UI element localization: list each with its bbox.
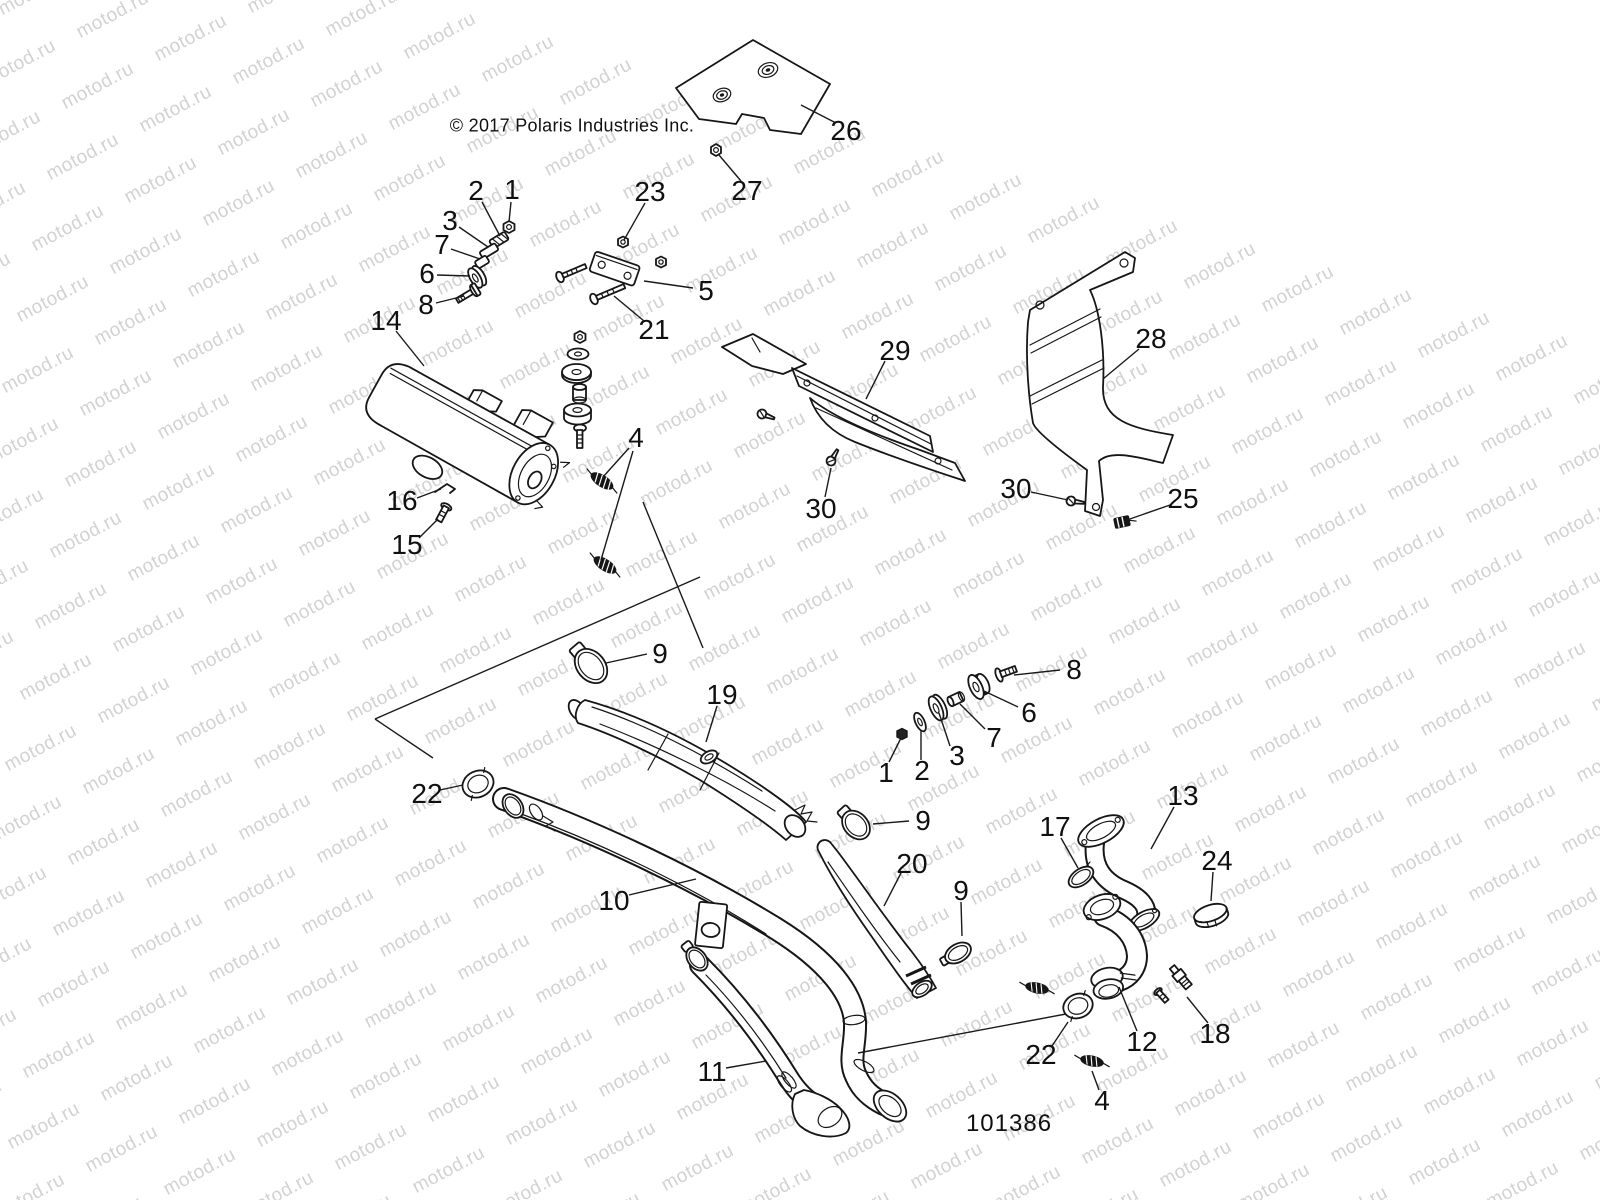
part-label-11: 11 bbox=[697, 1056, 727, 1087]
part-label-22: 22 bbox=[1025, 1039, 1057, 1070]
part-label-29: 29 bbox=[879, 335, 911, 366]
part-head-pipe-10 bbox=[492, 787, 908, 1123]
part-bolt-15 bbox=[435, 502, 453, 524]
part-gasket-22b bbox=[1062, 990, 1094, 1022]
part-nut-27 bbox=[710, 143, 722, 157]
part-label-7: 7 bbox=[434, 229, 450, 260]
part-muffler bbox=[365, 363, 571, 510]
part-hardware-stack-center bbox=[561, 330, 592, 449]
part-screw-30a bbox=[756, 408, 776, 421]
part-spring-4a bbox=[586, 468, 618, 494]
part-spring-4d bbox=[1074, 1054, 1110, 1068]
part-label-30: 30 bbox=[1000, 473, 1032, 504]
part-label-27: 27 bbox=[731, 175, 763, 206]
part-clamp-9c bbox=[939, 941, 972, 967]
part-label-6: 6 bbox=[1021, 697, 1037, 728]
part-mount-plate bbox=[675, 39, 831, 135]
part-hook-16 bbox=[434, 483, 456, 494]
part-label-22: 22 bbox=[411, 778, 443, 809]
part-clamp-9a bbox=[568, 641, 609, 685]
part-heat-shield-28 bbox=[1026, 251, 1174, 517]
part-sensor-18 bbox=[1168, 964, 1193, 991]
part-label-8: 8 bbox=[1066, 654, 1082, 685]
part-spring-4b bbox=[589, 552, 621, 578]
part-gasket-22a bbox=[461, 767, 495, 801]
bolt bbox=[573, 423, 587, 449]
part-label-20: 20 bbox=[896, 848, 928, 879]
part-screw-18 bbox=[1153, 987, 1170, 1004]
part-label-3: 3 bbox=[442, 205, 458, 236]
part-label-26: 26 bbox=[830, 115, 862, 146]
part-screw-30b bbox=[825, 448, 840, 467]
part-label-4: 4 bbox=[1094, 1085, 1110, 1116]
part-label-4: 4 bbox=[628, 422, 644, 453]
part-label-2: 2 bbox=[914, 755, 930, 786]
part-clamp-24 bbox=[1193, 902, 1230, 928]
part-label-9: 9 bbox=[953, 875, 969, 906]
part-label-7: 7 bbox=[986, 722, 1002, 753]
part-label-6: 6 bbox=[419, 258, 435, 289]
part-label-21: 21 bbox=[638, 314, 670, 345]
part-elbow-pipe-12 bbox=[1082, 893, 1148, 1000]
part-label-30: 30 bbox=[805, 493, 837, 524]
part-label-23: 23 bbox=[634, 176, 666, 207]
part-catalyst-pipe-13 bbox=[1077, 814, 1161, 933]
part-screw-30c bbox=[1065, 495, 1085, 507]
part-front-pipe-11 bbox=[680, 940, 851, 1138]
part-label-3: 3 bbox=[949, 740, 965, 771]
part-label-13: 13 bbox=[1167, 780, 1199, 811]
part-bracket-5 bbox=[555, 235, 667, 306]
part-label-5: 5 bbox=[698, 275, 714, 306]
part-clip-25 bbox=[1113, 515, 1137, 529]
part-label-16: 16 bbox=[386, 485, 418, 516]
part-fastener-stack-upper-left bbox=[454, 220, 516, 304]
part-label-1: 1 bbox=[878, 757, 894, 788]
part-label-19: 19 bbox=[706, 679, 738, 710]
part-gasket-17 bbox=[1067, 865, 1095, 889]
part-mid-pipe-19 bbox=[567, 699, 818, 841]
part-heat-shield-29 bbox=[721, 333, 966, 482]
part-label-14: 14 bbox=[370, 305, 402, 336]
part-fastener-group-right bbox=[896, 665, 1018, 741]
part-label-9: 9 bbox=[915, 805, 931, 836]
spacer bbox=[572, 383, 587, 404]
drawing-number: 101386 bbox=[965, 1110, 1053, 1137]
leader-lines bbox=[374, 104, 1214, 1091]
part-label-24: 24 bbox=[1201, 845, 1233, 876]
part-spring-4c bbox=[1019, 981, 1055, 995]
flanged-grommet bbox=[563, 402, 592, 426]
part-label-1: 1 bbox=[504, 174, 520, 205]
part-label-17: 17 bbox=[1039, 811, 1071, 842]
part-label-2: 2 bbox=[468, 175, 484, 206]
part-label-8: 8 bbox=[418, 289, 434, 320]
part-label-10: 10 bbox=[598, 885, 630, 916]
part-pipe-shield-20 bbox=[816, 839, 937, 999]
copyright-text: © 2017 Polaris Industries Inc. bbox=[449, 115, 695, 136]
part-label-15: 15 bbox=[391, 529, 423, 560]
part-label-28: 28 bbox=[1135, 323, 1167, 354]
part-clamp-9b bbox=[836, 804, 871, 841]
part-label-25: 25 bbox=[1167, 483, 1199, 514]
part-label-9: 9 bbox=[652, 638, 668, 669]
part-label-12: 12 bbox=[1126, 1026, 1158, 1057]
part-label-18: 18 bbox=[1199, 1018, 1231, 1049]
